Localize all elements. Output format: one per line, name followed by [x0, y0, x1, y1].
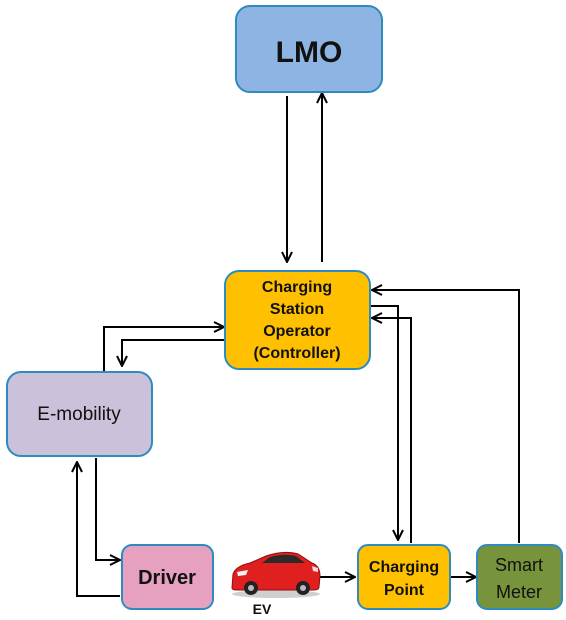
arrow-driver-to-emobility	[77, 462, 120, 597]
arrow-smartmeter-to-cso	[372, 290, 520, 543]
node-emobility-box	[6, 371, 153, 457]
node-lmo-box	[235, 5, 383, 93]
node-e-mobility: E-mobility	[6, 371, 153, 457]
arrow-emobility-to-cso	[103, 327, 224, 372]
arrow-cso-to-emobility	[122, 339, 224, 366]
node-charging-point: Charging Point	[357, 544, 451, 610]
arrow-cso-to-chargingpoint	[370, 305, 398, 540]
node-charging-point-box	[357, 544, 451, 610]
node-cso-box	[224, 270, 371, 370]
node-smart-meter-line-1: Smart	[495, 555, 543, 575]
ev-label: EV	[253, 601, 272, 617]
node-driver: Driver	[121, 544, 214, 610]
node-smart-meter-box	[476, 544, 563, 610]
node-cso-line-3: Operator	[263, 323, 331, 340]
node-lmo: LMO	[235, 5, 383, 93]
ev-car: EV	[231, 551, 321, 617]
car-icon	[231, 551, 321, 598]
node-smart-meter-line-2: Meter	[496, 582, 542, 602]
node-driver-box	[121, 544, 214, 610]
node-driver-label: Driver	[138, 567, 196, 589]
node-cso-line-2: Station	[270, 301, 324, 318]
arrow-chargingpoint-to-cso	[372, 318, 412, 543]
node-charging-point-line-2: Point	[384, 582, 425, 599]
node-charging-point-line-1: Charging	[369, 559, 439, 576]
node-cso-line-4: (Controller)	[253, 345, 340, 362]
arrow-emobility-to-driver	[95, 458, 120, 560]
arrows	[77, 93, 520, 597]
node-cso-line-1: Charging	[262, 279, 332, 296]
node-emobility-label: E-mobility	[37, 404, 121, 425]
node-lmo-label: LMO	[276, 36, 343, 69]
node-charging-station-operator: Charging Station Operator (Controller)	[224, 270, 371, 370]
node-smart-meter: Smart Meter	[476, 544, 563, 610]
